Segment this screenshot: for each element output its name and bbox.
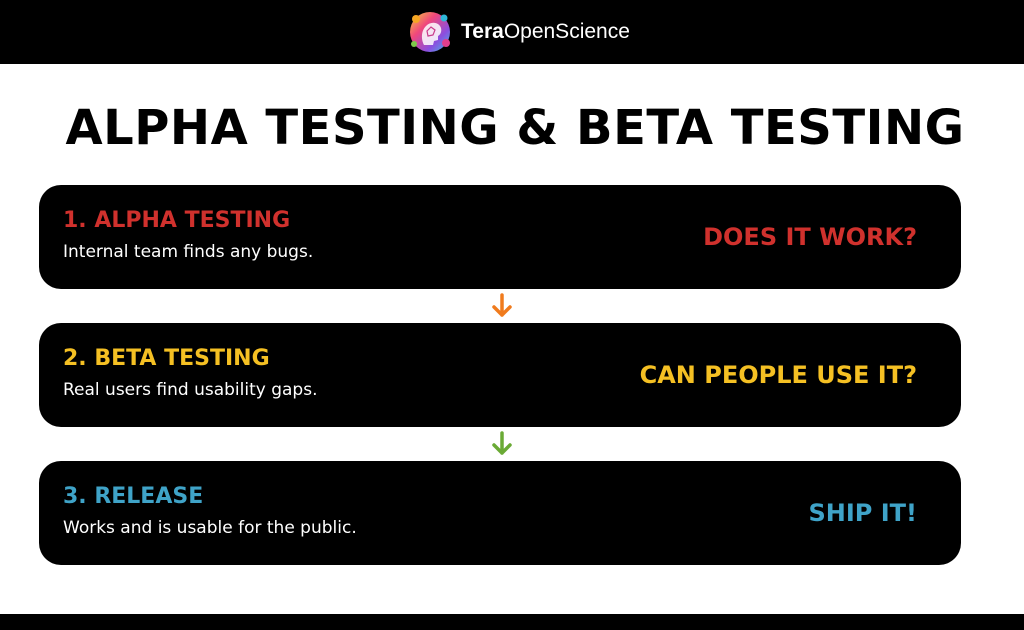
step-question: CAN PEOPLE USE IT? <box>639 361 917 389</box>
brand[interactable]: TeraOpenScience <box>407 9 630 55</box>
step-question: DOES IT WORK? <box>703 223 917 251</box>
bottom-bar <box>0 614 1024 630</box>
step-description: Real users find usability gaps. <box>63 380 318 400</box>
step-heading: 3. RELEASE <box>63 484 204 509</box>
arrow-down-icon <box>492 293 512 317</box>
brand-name: TeraOpenScience <box>461 20 630 44</box>
brand-name-light: OpenScience <box>503 20 630 43</box>
step-description: Internal team finds any bugs. <box>63 242 314 262</box>
tera-logo-icon <box>410 12 450 52</box>
brand-name-bold: Tera <box>461 20 504 43</box>
step-card-beta: 2. BETA TESTING Real users find usabilit… <box>39 323 961 427</box>
step-description: Works and is usable for the public. <box>63 518 357 538</box>
page-title: ALPHA TESTING & BETA TESTING <box>65 100 965 156</box>
arrow-down-icon <box>492 431 512 455</box>
step-question: SHIP IT! <box>808 499 918 527</box>
top-bar: TeraOpenScience <box>0 0 1024 64</box>
step-card-release: 3. RELEASE Works and is usable for the p… <box>39 461 961 565</box>
step-card-alpha: 1. ALPHA TESTING Internal team finds any… <box>39 185 961 289</box>
step-heading: 1. ALPHA TESTING <box>63 208 291 233</box>
step-heading: 2. BETA TESTING <box>63 346 270 371</box>
